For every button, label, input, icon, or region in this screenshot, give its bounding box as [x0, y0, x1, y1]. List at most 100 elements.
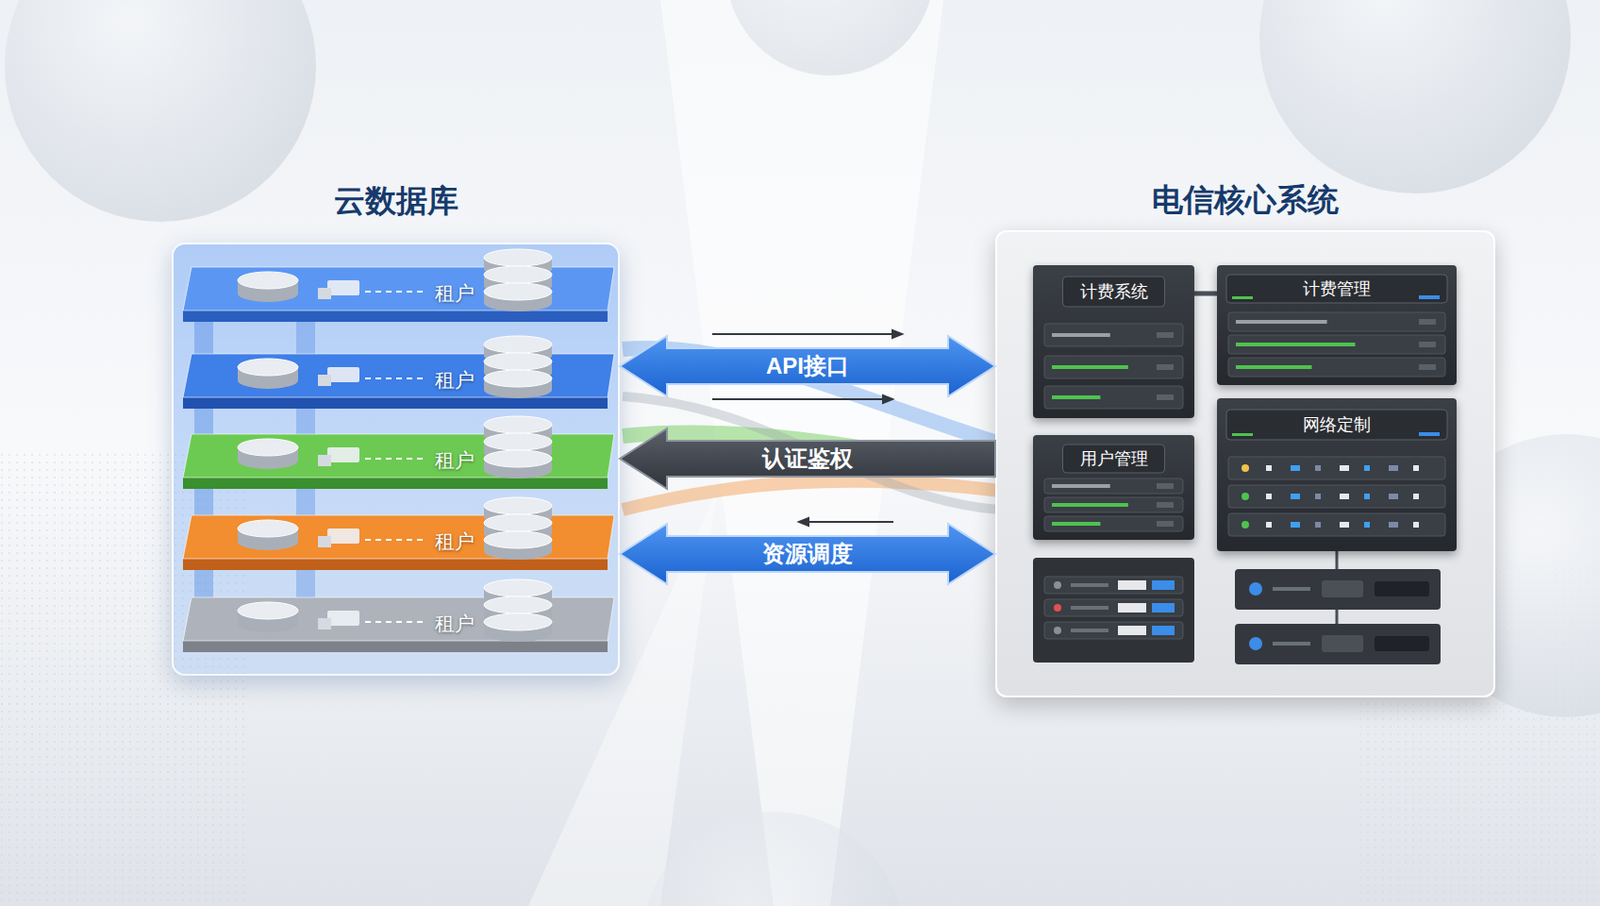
- module-label: 计费系统: [1080, 280, 1149, 303]
- header-plate: [1063, 276, 1166, 307]
- slab-front: [183, 310, 608, 322]
- link-line: [1335, 550, 1339, 569]
- row-mark: [1156, 394, 1174, 400]
- status-dot: [1249, 582, 1263, 596]
- data-row: [1044, 599, 1184, 617]
- disk-top: [483, 416, 552, 434]
- row-fill: [1070, 605, 1109, 610]
- row-mark: [1418, 341, 1436, 348]
- bar-slot: [1374, 635, 1430, 651]
- data-row: [1228, 456, 1446, 480]
- row-fill: [1151, 602, 1175, 613]
- node-cube: [327, 610, 360, 626]
- disk: [483, 283, 552, 312]
- device-bar: [1234, 623, 1441, 665]
- disk-top: [237, 358, 299, 376]
- slab-top: [183, 515, 615, 559]
- row-fill: [1117, 602, 1147, 613]
- port-mark: [1266, 521, 1272, 528]
- row-mark: [1156, 501, 1174, 508]
- port-mark: [1290, 465, 1300, 471]
- link-line: [1335, 609, 1339, 624]
- thin-arrow-line: [712, 398, 885, 400]
- module-label: 用户管理: [1080, 447, 1149, 470]
- status-dot: [1053, 603, 1062, 612]
- row-mark: [1418, 318, 1436, 325]
- status-dot: [1241, 464, 1250, 472]
- soft-sphere: [726, 0, 934, 76]
- data-row: [1228, 312, 1446, 332]
- port-mark: [1266, 493, 1272, 500]
- module-box: 网络定制: [1216, 398, 1457, 551]
- header-accent: [1232, 433, 1253, 436]
- port-mark: [1315, 493, 1321, 500]
- tenant-slab: [178, 428, 615, 504]
- port-mark: [1339, 493, 1350, 500]
- tenant-label: 租户: [434, 447, 475, 474]
- thin-arrow-line: [806, 520, 894, 523]
- port-mark: [1388, 465, 1399, 471]
- port-mark: [1290, 493, 1300, 500]
- disk-top: [483, 596, 552, 614]
- disk: [237, 519, 299, 550]
- block-arrow: [619, 335, 996, 397]
- node-cube: [317, 287, 332, 300]
- leader-dash: [365, 377, 428, 380]
- port-mark: [1266, 465, 1272, 471]
- leader-dash: [365, 457, 428, 460]
- port-mark: [1364, 521, 1370, 528]
- disk: [237, 358, 299, 389]
- disk-top: [483, 335, 552, 353]
- header-accent: [1232, 296, 1253, 300]
- progress-bar: [1051, 521, 1100, 526]
- data-row: [1228, 484, 1446, 508]
- data-row: [1228, 334, 1446, 354]
- disk: [483, 450, 552, 479]
- bar-body: [1234, 623, 1441, 665]
- thin-arrow-head: [892, 330, 902, 338]
- disk-top: [483, 249, 552, 267]
- port-mark: [1339, 465, 1350, 471]
- header-plate: [1063, 444, 1166, 473]
- tenant-slab: [178, 591, 615, 667]
- module-box: 计费系统: [1033, 265, 1195, 418]
- port-mark: [1364, 493, 1370, 500]
- data-row: [1044, 621, 1184, 639]
- node-cube: [327, 366, 360, 383]
- bar-slot: [1272, 586, 1311, 591]
- disk-top: [483, 514, 552, 532]
- disk: [237, 601, 299, 633]
- header-accent: [1418, 432, 1440, 436]
- tenant-slab: [178, 509, 615, 585]
- node-cube: [317, 454, 332, 467]
- progress-bar: [1051, 333, 1111, 337]
- leader-dash: [365, 620, 428, 623]
- tenant-label: 租户: [434, 366, 475, 394]
- node-cube: [327, 528, 360, 544]
- thin-arrow-line: [712, 333, 895, 335]
- tenant-label: 租户: [434, 280, 475, 307]
- progress-bar: [1235, 319, 1328, 324]
- thin-arrow-head: [883, 395, 893, 403]
- node-cube: [327, 280, 360, 296]
- disk: [237, 438, 299, 469]
- port-mark: [1413, 521, 1419, 528]
- arrow-label: 资源调度: [762, 538, 853, 569]
- block-arrow: [619, 428, 996, 489]
- disk-top: [237, 601, 299, 619]
- tenant-layer: 租户: [178, 591, 615, 667]
- disk-top: [483, 433, 552, 450]
- status-dot: [1241, 492, 1250, 500]
- node-cube: [317, 374, 332, 386]
- thin-arrow-head: [799, 517, 809, 526]
- port-mark: [1388, 521, 1399, 528]
- port-mark: [1315, 521, 1321, 528]
- status-dot: [1241, 520, 1250, 529]
- arrow-label: API接口: [766, 350, 850, 382]
- leader-dash: [365, 290, 428, 293]
- data-row: [1044, 478, 1184, 494]
- slab-top: [183, 266, 615, 311]
- module-box: 用户管理: [1033, 434, 1195, 540]
- device-bar: [1234, 568, 1441, 610]
